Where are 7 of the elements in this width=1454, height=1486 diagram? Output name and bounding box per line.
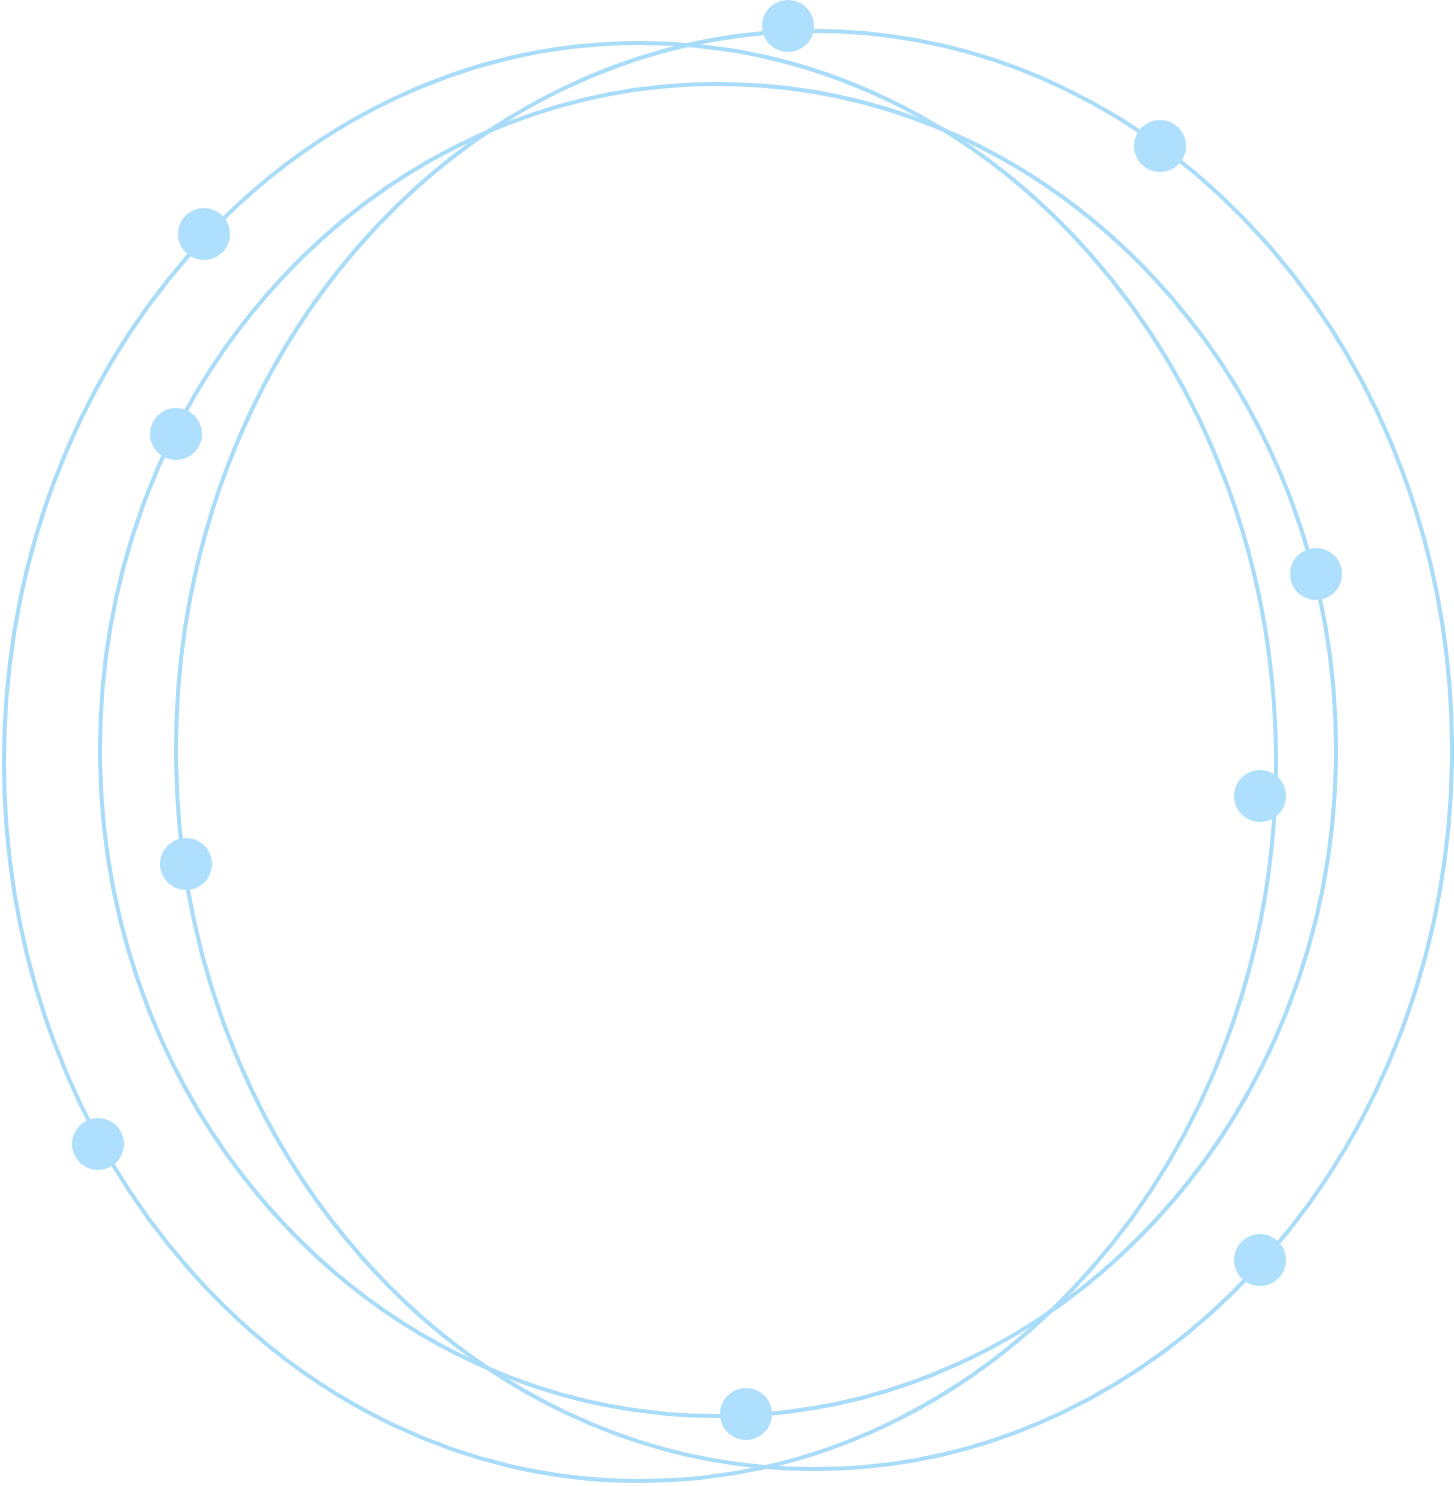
ring-ellipse <box>174 29 1454 1471</box>
dot <box>178 208 230 260</box>
dot <box>762 0 814 52</box>
ring-ellipse <box>98 82 1338 1418</box>
ring-ellipse <box>2 41 1278 1483</box>
dot <box>72 1118 124 1170</box>
dot <box>1134 120 1186 172</box>
